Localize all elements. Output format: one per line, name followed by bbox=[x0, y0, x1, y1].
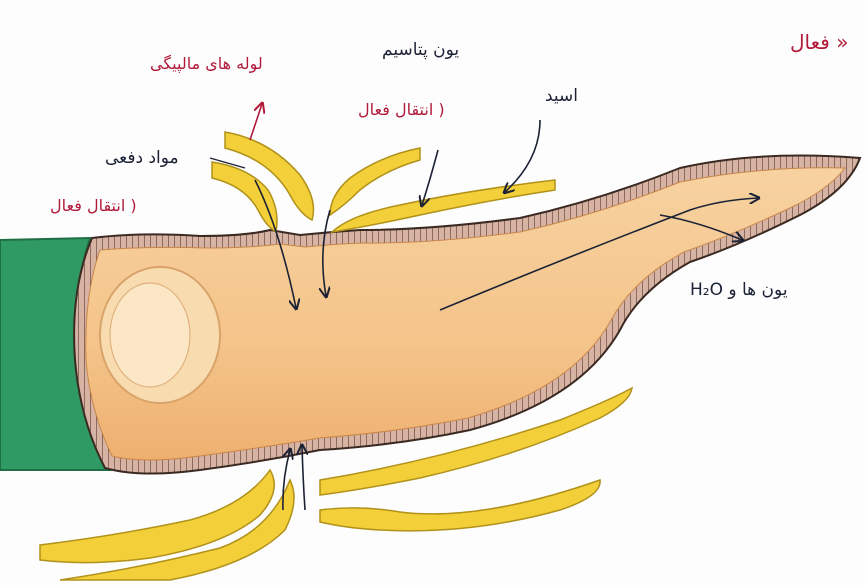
title-partial: فعال bbox=[790, 30, 830, 54]
label-malpighian: لوله های مالپیگی bbox=[150, 54, 263, 73]
label-rectum: اسید bbox=[545, 86, 578, 106]
arrow-up-2 bbox=[302, 446, 305, 510]
leader-rectum bbox=[505, 120, 540, 192]
leader-malpighian bbox=[250, 104, 262, 140]
label-ions-water: یون ها و H₂O bbox=[690, 280, 788, 300]
label-waste: مواد دفعی bbox=[105, 148, 179, 168]
title-fragment: « فعال bbox=[790, 30, 848, 54]
malpighian-tubule-2 bbox=[212, 162, 277, 232]
label-potassium: یون پتاسیم bbox=[382, 40, 459, 60]
label-potassium-note: ( انتقال فعال bbox=[358, 100, 445, 119]
title-quote: « bbox=[836, 30, 848, 54]
label-waste-note: ( انتقال فعال bbox=[50, 196, 137, 215]
leader-potassium bbox=[422, 150, 438, 205]
